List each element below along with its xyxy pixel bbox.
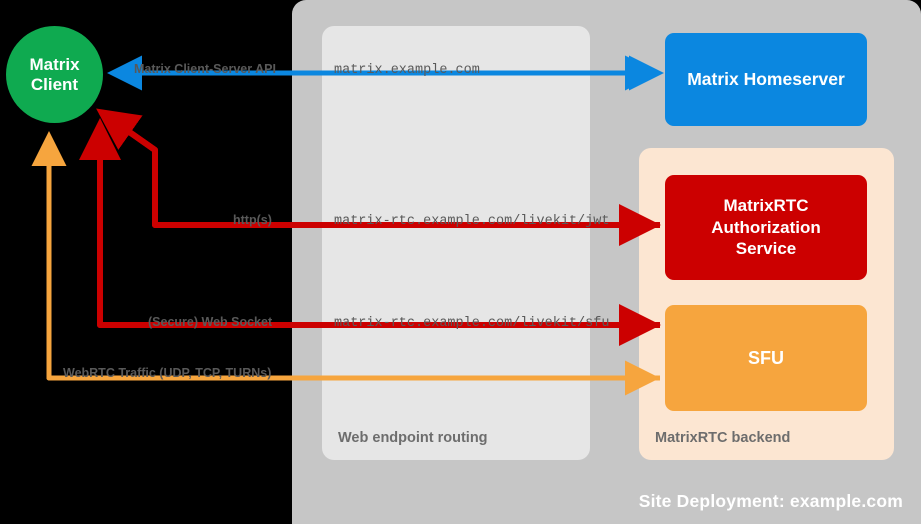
sfu-label: SFU (748, 347, 784, 368)
auth-service-label-line3: Service (735, 239, 797, 259)
connector-label-secure-web-socket: (Secure) Web Socket (148, 315, 273, 329)
connector-label-https: http(s) (233, 213, 272, 227)
connector-label-matrix-client-server-api: Matrix Client-Server API (134, 62, 276, 76)
matrixrtc-backend-label: MatrixRTC backend (655, 430, 791, 446)
auth-service-label-line2: Authorization (711, 217, 821, 237)
node-sfu[interactable]: SFU (665, 305, 867, 411)
connector-label-webrtc-traffic: WebRTC Traffic (UDP, TCP, TURNs) (63, 366, 272, 380)
auth-service-label-line1: MatrixRTC (723, 195, 809, 215)
matrix-homeserver-label: Matrix Homeserver (687, 69, 845, 89)
site-deployment-label: Site Deployment: example.com (638, 491, 903, 511)
route-label-jwt: matrix-rtc.example.com/livekit/jwt (334, 214, 610, 229)
connector-webrtc-traffic (31, 131, 660, 396)
connector-secure-web-socket (79, 118, 661, 346)
node-matrix-homeserver[interactable]: Matrix Homeserver (665, 33, 867, 126)
connector-https-jwt (96, 108, 661, 246)
matrix-client-label-line1: Matrix (29, 54, 80, 74)
route-label-homeserver: matrix.example.com (334, 63, 480, 78)
node-matrix-client[interactable]: Matrix Client (6, 26, 103, 123)
route-label-sfu: matrix-rtc.example.com/livekit/sfu (334, 316, 610, 331)
web-endpoint-routing-container: Web endpoint routing (322, 26, 590, 460)
web-endpoint-routing-label: Web endpoint routing (338, 430, 488, 446)
matrix-client-label-line2: Client (30, 74, 79, 94)
node-matrixrtc-authorization-service[interactable]: MatrixRTC Authorization Service (665, 175, 867, 280)
